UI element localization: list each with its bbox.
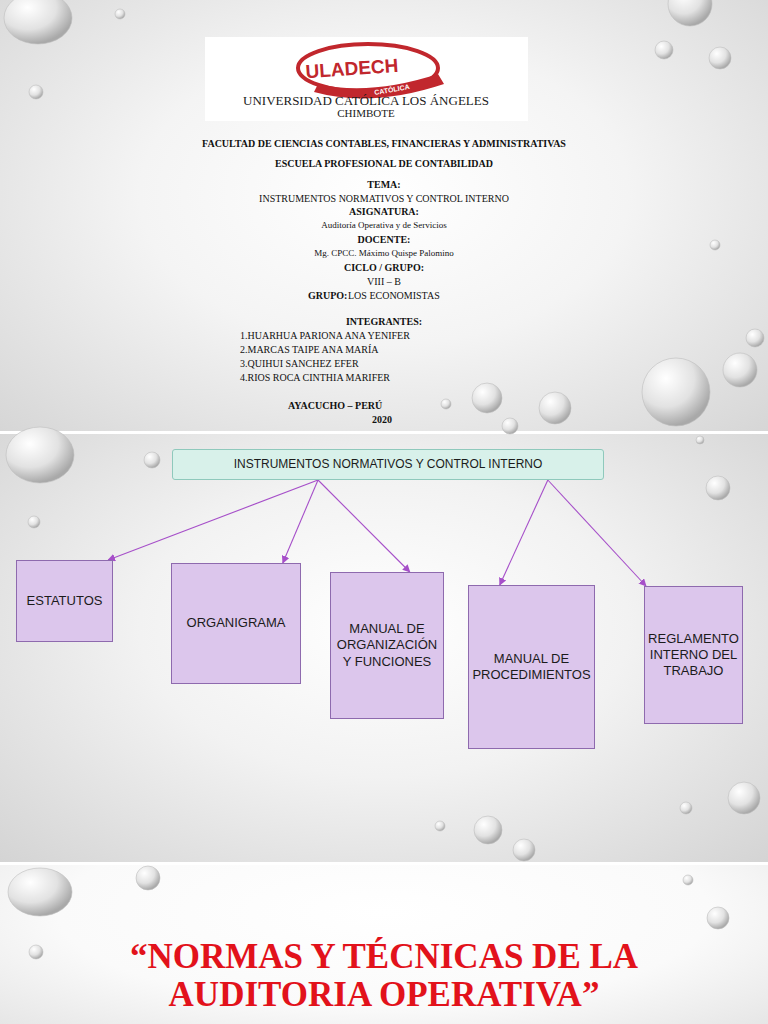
instrument-box: MANUAL DE PROCEDIMIENTOS	[468, 585, 595, 749]
box-text: REGLAMENTO INTERNO DEL TRABAJO	[648, 631, 739, 680]
member-name: 2.MARCAS TAIPE ANA MARÍA	[240, 344, 378, 355]
water-drops	[4, 0, 764, 959]
instrument-box: MANUAL DE ORGANIZACIÓN Y FUNCIONES	[330, 572, 444, 719]
member-name: 1.HUARHUA PARIONA ANA YENIFER	[240, 330, 410, 341]
university-city: CHIMBOTE	[337, 107, 394, 119]
arrow-connector	[318, 480, 410, 572]
year: 2020	[372, 414, 392, 425]
box-text: ORGANIGRAMA	[187, 615, 286, 631]
field-label: TEMA:	[367, 179, 400, 190]
instrument-box: ESTATUTOS	[16, 560, 113, 642]
cycle: VIII – B	[367, 276, 401, 287]
arrow-connector	[108, 480, 318, 560]
field-label: ASIGNATURA:	[349, 206, 419, 217]
section-title: “NORMAS Y TÉCNICAS DE LA AUDITORIA OPERA…	[60, 938, 708, 1014]
subject: Auditoría Operativa y de Servicios	[321, 221, 446, 231]
field-label: CICLO / GRUPO:	[344, 262, 424, 273]
arrow-connector	[500, 480, 548, 585]
field-label: GRUPO:	[308, 290, 347, 301]
group-name: LOS ECONOMISTAS	[348, 290, 440, 301]
school: ESCUELA PROFESIONAL DE CONTABILIDAD	[275, 158, 493, 169]
place: AYACUCHO – PERÚ	[288, 400, 382, 411]
topic: INSTRUMENTOS NORMATIVOS Y CONTROL INTERN…	[259, 193, 509, 204]
member-name: 4.RIOS ROCA CINTHIA MARIFER	[240, 372, 390, 383]
teacher: Mg. CPCC. Máximo Quispe Palomino	[314, 249, 454, 259]
instrument-box: ORGANIGRAMA	[171, 563, 301, 684]
member-name: 3.QUIHUI SANCHEZ EFER	[240, 358, 359, 369]
box-text: MANUAL DE PROCEDIMIENTOS	[472, 651, 590, 684]
instrument-box: REGLAMENTO INTERNO DEL TRABAJO	[644, 586, 743, 724]
arrow-connector	[548, 480, 646, 586]
box-text: INSTRUMENTOS NORMATIVOS Y CONTROL INTERN…	[234, 457, 543, 472]
university-name: UNIVERSIDAD CATÓLICA LOS ÁNGELES	[243, 94, 489, 108]
logo	[205, 37, 528, 121]
box-text: MANUAL DE ORGANIZACIÓN Y FUNCIONES	[336, 621, 438, 670]
field-label: INTEGRANTES:	[346, 316, 422, 327]
arrow-connector	[283, 480, 318, 563]
faculty: FACULTAD DE CIENCIAS CONTABLES, FINANCIE…	[202, 138, 566, 149]
box-text: ESTATUTOS	[27, 593, 103, 609]
field-label: DOCENTE:	[358, 234, 411, 245]
header-box: INSTRUMENTOS NORMATIVOS Y CONTROL INTERN…	[172, 449, 604, 480]
